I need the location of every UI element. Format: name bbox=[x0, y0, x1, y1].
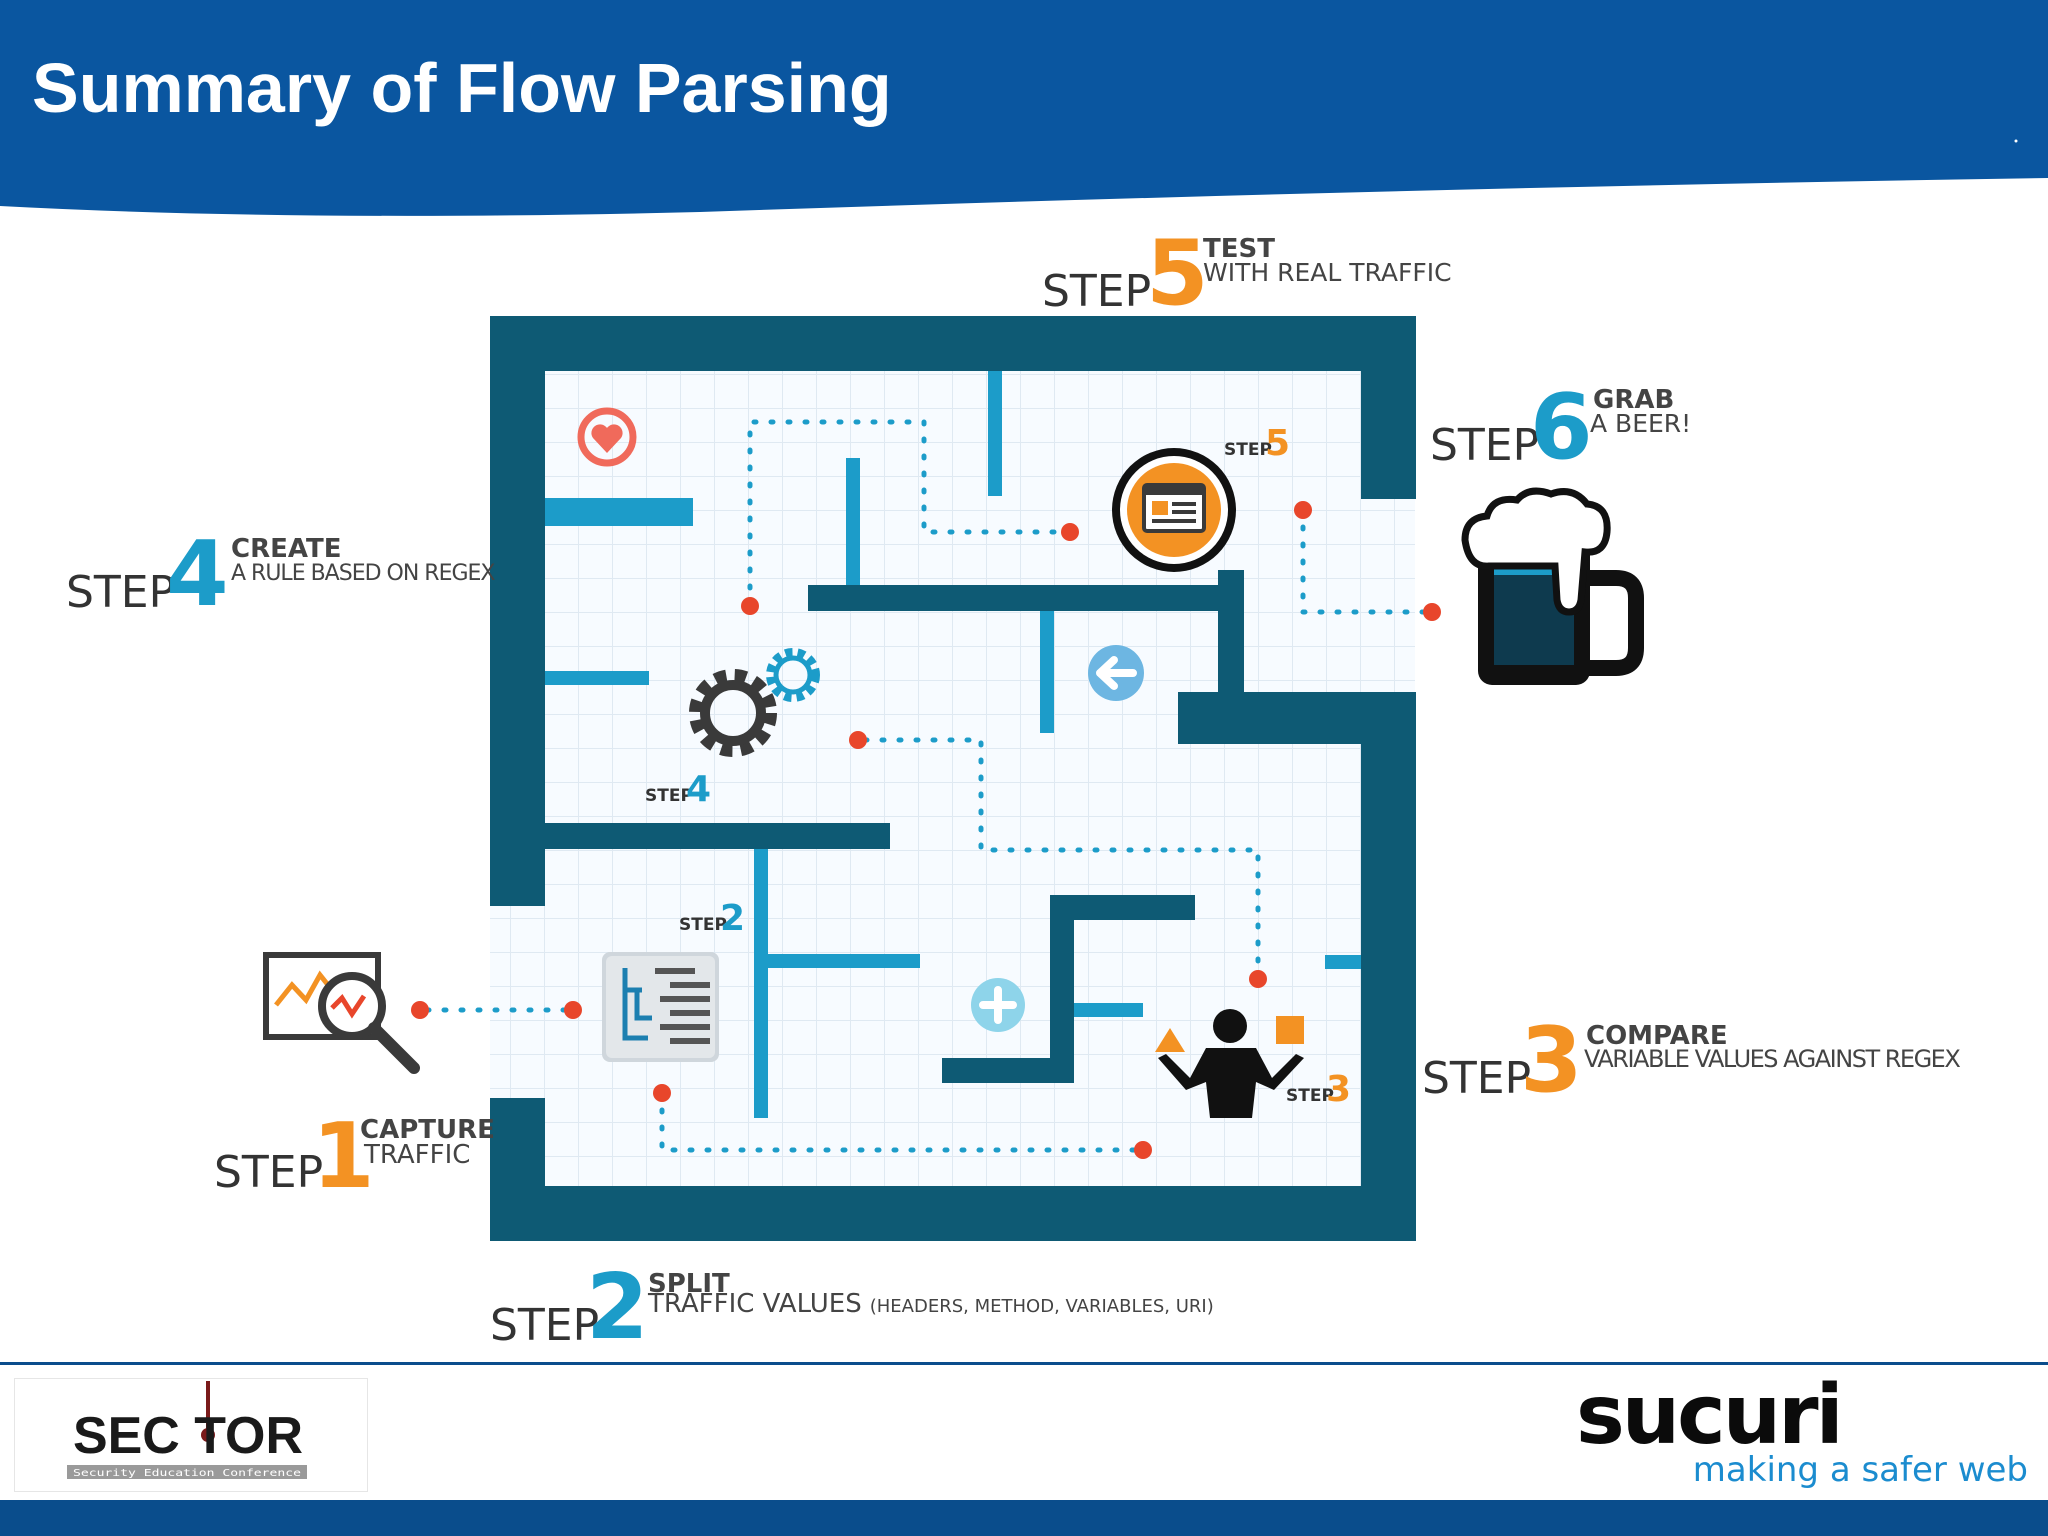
flow-path bbox=[424, 419, 1435, 1153]
maze-outer-walls bbox=[490, 316, 1416, 1241]
step-2-label: STEP 2 SPLIT TRAFFIC VALUES (HEADERS, MET… bbox=[490, 1255, 1214, 1360]
step-word: STEP bbox=[1430, 420, 1539, 471]
marker-word: STEP bbox=[679, 915, 727, 935]
step-3-label: STEP 3 COMPARE VARIABLE VALUES AGAINST R… bbox=[1422, 1008, 1962, 1113]
step-6-label: STEP 6 GRAB A BEER! bbox=[1430, 375, 1691, 480]
step-word: STEP bbox=[214, 1147, 323, 1198]
header-dot bbox=[2014, 139, 2018, 143]
step-word: STEP bbox=[1422, 1053, 1531, 1104]
step-subheading: WITH REAL TRAFFIC bbox=[1203, 258, 1452, 287]
maze-marker-step-5: STEP 5 bbox=[1224, 423, 1290, 464]
step-subheading: TRAFFIC VALUES (HEADERS, METHOD, VARIABLE… bbox=[647, 1289, 1214, 1319]
cn-tower-pod bbox=[201, 1428, 215, 1442]
marker-word: STEP bbox=[645, 786, 693, 806]
sector-logo-mark: SEC TOR Security Education Conference bbox=[67, 1381, 307, 1479]
beer-mug-icon bbox=[1461, 487, 1644, 685]
step-subheading: A BEER! bbox=[1590, 409, 1691, 438]
sucuri-logo: sucuri making a safer web bbox=[1570, 1368, 2040, 1496]
marker-number: 5 bbox=[1265, 423, 1290, 464]
tree-list-icon bbox=[602, 952, 719, 1062]
gears-icon bbox=[689, 648, 820, 757]
step-heading: GRAB bbox=[1593, 385, 1674, 415]
maze-marker-step-4: STEP 4 bbox=[645, 769, 711, 810]
step-number: 4 bbox=[166, 522, 229, 627]
step-word: STEP bbox=[1042, 266, 1151, 317]
step-word: STEP bbox=[490, 1300, 599, 1351]
step-1-label: STEP 1 CAPTURE TRAFFIC bbox=[214, 1104, 495, 1209]
marker-word: STEP bbox=[1224, 440, 1272, 460]
step-number: 1 bbox=[312, 1104, 375, 1209]
header-band bbox=[0, 0, 2048, 216]
step-5-label: STEP 5 TEST WITH REAL TRAFFIC bbox=[1042, 221, 1452, 326]
step-number: 2 bbox=[586, 1255, 649, 1360]
step-number: 5 bbox=[1146, 221, 1209, 326]
plus-icon bbox=[971, 978, 1025, 1032]
arrow-left-icon bbox=[1088, 645, 1144, 701]
step-heading: SPLIT bbox=[648, 1269, 730, 1299]
sector-logo-text: SEC TOR bbox=[73, 1407, 303, 1465]
step-subheading: VARIABLE VALUES AGAINST REGEX bbox=[1584, 1045, 1960, 1073]
cn-tower-icon bbox=[206, 1381, 210, 1439]
marker-number: 4 bbox=[686, 769, 711, 810]
browser-window-icon bbox=[1112, 448, 1236, 572]
step-number: 6 bbox=[1530, 375, 1593, 480]
person-juggling-shapes-icon bbox=[1155, 1009, 1304, 1118]
step-heading: CREATE bbox=[231, 534, 341, 564]
step-subheading: A RULE BASED ON REGEX bbox=[231, 561, 495, 586]
step-subheading-detail: (HEADERS, METHOD, VARIABLES, URI) bbox=[870, 1296, 1214, 1317]
step-number: 3 bbox=[1520, 1008, 1583, 1113]
sucuri-tagline: making a safer web bbox=[1692, 1450, 2028, 1490]
header-band-shape bbox=[0, 0, 2048, 216]
marker-number: 3 bbox=[1326, 1069, 1351, 1110]
marker-number: 2 bbox=[720, 898, 745, 939]
step-subheading: TRAFFIC bbox=[363, 1140, 470, 1170]
sector-logo-caption: Security Education Conference bbox=[73, 1468, 301, 1479]
sucuri-wordmark: sucuri bbox=[1576, 1368, 1844, 1463]
flow-dots bbox=[411, 501, 1441, 1159]
maze-inner-walls bbox=[545, 371, 1361, 1118]
step-4-label: STEP 4 CREATE A RULE BASED ON REGEX bbox=[66, 522, 496, 627]
step-word: STEP bbox=[66, 567, 175, 618]
step-heading: TEST bbox=[1203, 234, 1275, 264]
sector-logo-caption-bar bbox=[67, 1465, 307, 1479]
sector-logo: SEC TOR Security Education Conference bbox=[14, 1378, 368, 1492]
footer-rule bbox=[0, 1362, 2048, 1365]
marker-word: STEP bbox=[1286, 1086, 1334, 1106]
footer-bar bbox=[0, 1500, 2048, 1536]
maze-grid bbox=[490, 316, 1415, 1241]
maze-marker-step-3: STEP 3 bbox=[1286, 1069, 1351, 1110]
monitor-magnifier-icon bbox=[263, 952, 420, 1074]
step-subheading-main: TRAFFIC VALUES bbox=[647, 1289, 862, 1319]
slide-title: Summary of Flow Parsing bbox=[32, 49, 892, 127]
heart-icon bbox=[577, 407, 637, 467]
maze-marker-step-2: STEP 2 bbox=[679, 898, 745, 939]
step-heading: CAPTURE bbox=[360, 1115, 495, 1145]
step-heading: COMPARE bbox=[1586, 1021, 1728, 1051]
